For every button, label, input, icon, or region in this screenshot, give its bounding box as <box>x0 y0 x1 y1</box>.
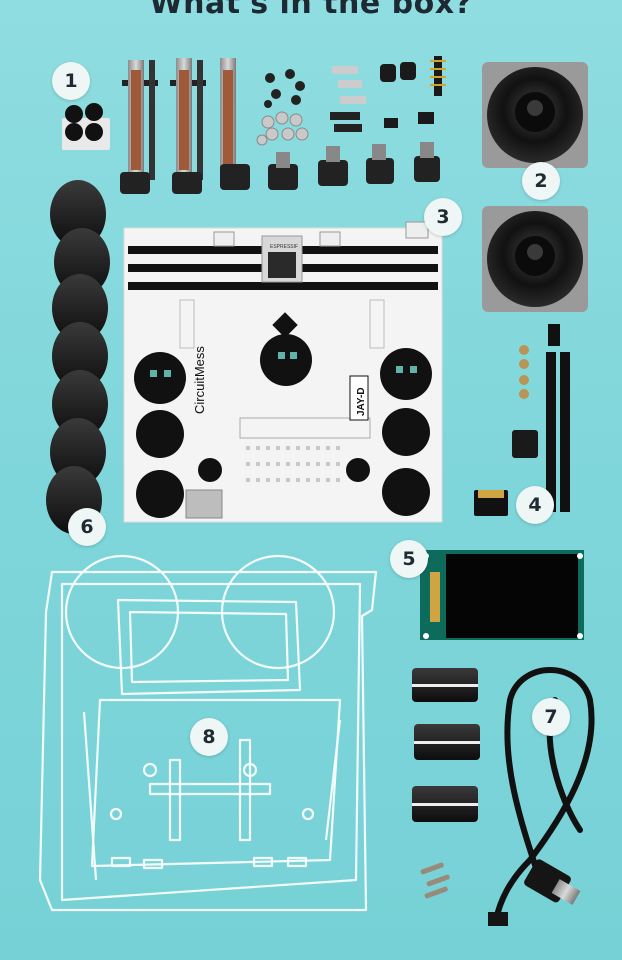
acrylic-case <box>38 554 378 912</box>
speakers <box>482 62 588 312</box>
callout-6: 6 <box>68 508 106 546</box>
page-title: What's in the box? <box>149 0 473 21</box>
chip-label: ESPRESSIF <box>270 244 298 250</box>
rubber-feet <box>62 103 110 150</box>
large-knobs <box>46 180 110 534</box>
main-circuit-board: CircuitMess JAY-D ESPRESSIF <box>123 221 443 523</box>
callout-7: 7 <box>532 698 570 736</box>
hardware-bits <box>256 56 446 146</box>
rotary-potentiometers <box>120 142 440 194</box>
slider-caps <box>412 668 480 822</box>
callout-3: 3 <box>424 198 462 236</box>
callout-5: 5 <box>390 540 428 578</box>
board-model: JAY-D <box>356 387 367 416</box>
screws <box>420 862 450 899</box>
small-accessories <box>474 324 570 516</box>
callout-4: 4 <box>516 486 554 524</box>
slide-potentiometers <box>122 58 236 180</box>
board-brand: CircuitMess <box>192 346 207 414</box>
callout-1: 1 <box>52 62 90 100</box>
callout-8: 8 <box>190 718 228 756</box>
callout-2: 2 <box>522 162 560 200</box>
tft-display <box>420 550 584 640</box>
